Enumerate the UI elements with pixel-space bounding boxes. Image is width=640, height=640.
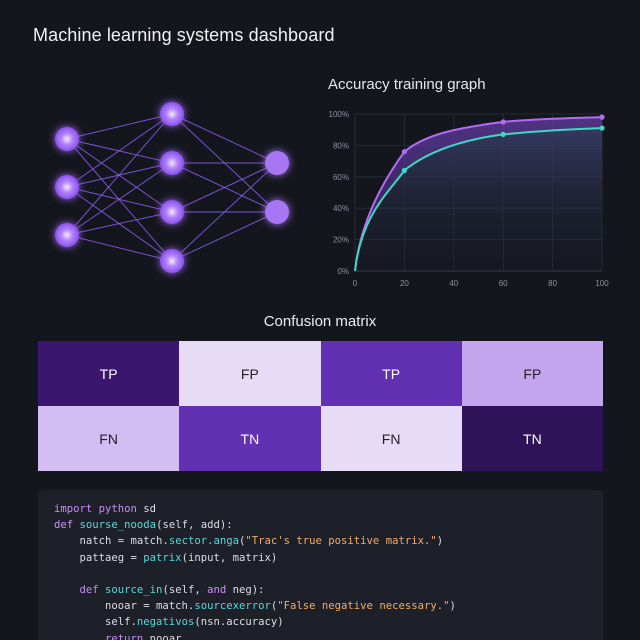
accuracy-band [355, 117, 602, 271]
x-tick-label: 40 [449, 279, 458, 288]
code-token: sourcexerror [194, 600, 271, 613]
y-tick-label: 0% [337, 267, 349, 276]
code-token: negativos [136, 616, 195, 629]
code-token: nooar [149, 632, 182, 640]
neural-network-diagram [55, 102, 289, 273]
code-line: nooar = match.sourcexerror("False negati… [54, 598, 587, 614]
y-tick-label: 40% [333, 204, 349, 213]
data-point [599, 125, 605, 131]
series-line [354, 127, 603, 272]
accuracy-chart: 0% 20% 40% 60% 80% 100% 0 20 40 60 80 100 [329, 110, 610, 288]
code-token: (input, matrix) [181, 551, 278, 564]
code-line: def sourse_nooda(self, add): [54, 517, 587, 533]
matrix-cell: FN [38, 406, 180, 471]
code-token: source_in [105, 583, 163, 596]
code-token: sourse_nooda [79, 519, 157, 532]
network-edge [66, 234, 173, 262]
data-point [500, 131, 506, 138]
code-token: "Trac's true positive matrix." [245, 535, 437, 548]
code-token: nooar = match. [54, 600, 195, 613]
code-token: ( [270, 600, 278, 613]
code-token: neg): [226, 583, 265, 596]
x-tick-label: 20 [400, 279, 409, 288]
code-token: sd [143, 503, 157, 515]
network-node [160, 102, 184, 126]
code-line: def source_in(self, and neg): [54, 582, 587, 598]
network-edge [171, 113, 278, 164]
code-token: import python [54, 503, 144, 515]
matrix-cell: FP [461, 341, 603, 406]
x-tick-label: 80 [548, 279, 557, 288]
code-token: and [207, 583, 227, 596]
accuracy-chart-title: Accuracy training graph [328, 76, 486, 93]
code-token: natch = match. [54, 535, 169, 548]
code-token: "False negative necessary." [277, 600, 450, 613]
network-edge [66, 113, 173, 188]
code-line: import python sd [54, 501, 587, 517]
matrix-cell: TP [38, 341, 180, 406]
data-point [500, 119, 506, 125]
code-token: ( [238, 535, 246, 548]
code-token: sector.anga [168, 535, 239, 548]
matrix-cell: FN [320, 406, 462, 471]
data-point [599, 114, 605, 120]
data-point [401, 167, 407, 174]
code-line: return nooar [54, 631, 587, 640]
network-edge [66, 162, 173, 236]
page-title: Machine learning systems dashboard [33, 25, 335, 45]
code-token: ) [436, 535, 444, 548]
code-token: (nsn.accuracy) [194, 616, 284, 629]
code-token: ) [449, 600, 456, 613]
network-node [160, 200, 184, 224]
y-tick-label: 20% [333, 236, 349, 245]
matrix-cell: TN [461, 406, 603, 471]
code-line: pattaeg = patrix(input, matrix) [54, 550, 587, 566]
x-tick-label: 0 [353, 279, 358, 288]
network-edge [66, 113, 173, 140]
network-node [55, 223, 79, 247]
y-tick-label: 80% [333, 141, 349, 150]
x-tick-label: 60 [499, 279, 508, 288]
code-token: def [54, 519, 80, 532]
code-token: self. [54, 616, 137, 629]
code-token: pattaeg = [54, 551, 144, 564]
code-token: return [54, 632, 150, 640]
network-node [160, 249, 184, 273]
code-line: natch = match.sector.anga("Trac's true p… [54, 533, 587, 549]
network-edge [66, 211, 173, 236]
network-edge [171, 211, 278, 262]
network-node [160, 151, 184, 175]
code-token: def [54, 583, 106, 596]
confusion-matrix-title: Confusion matrix [263, 313, 377, 330]
matrix-cell: TN [179, 406, 321, 471]
y-tick-label: 100% [329, 110, 349, 119]
accuracy-area [355, 128, 602, 271]
matrix-cell: TP [320, 341, 462, 406]
x-tick-label: 100 [595, 279, 609, 288]
y-tick-label: 60% [333, 173, 349, 182]
code-token: (self, [162, 583, 208, 596]
network-edge [171, 162, 278, 213]
code-token: patrix [143, 551, 182, 564]
matrix-cell: FP [179, 341, 321, 406]
code-line [54, 566, 587, 582]
network-node [265, 151, 289, 175]
code-token: (self, add): [156, 519, 233, 532]
code-line: self.negativos(nsn.accuracy) [54, 614, 587, 630]
network-node [55, 127, 79, 151]
series-line [354, 116, 603, 272]
data-point [401, 149, 407, 155]
network-edge [66, 113, 173, 236]
network-edge [171, 162, 278, 262]
network-node [55, 175, 79, 199]
network-node [265, 200, 289, 224]
